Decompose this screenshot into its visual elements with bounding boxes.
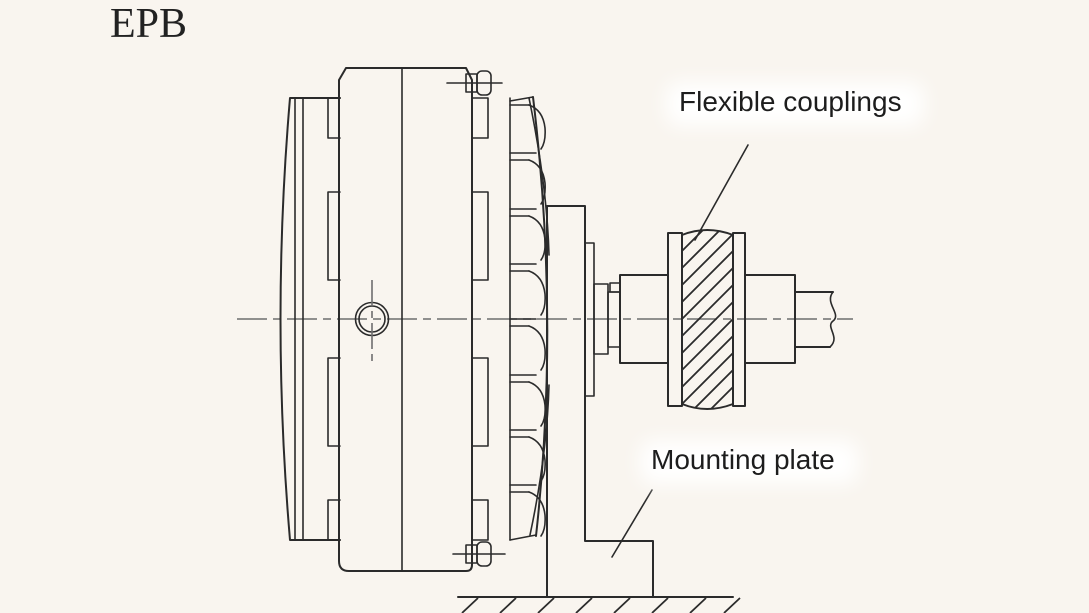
mounting-plate-outline (546, 205, 654, 598)
output-shaft (794, 291, 837, 348)
flexible-couplings-leader-line (694, 144, 749, 241)
flexible-coupling (667, 229, 796, 410)
brake-housing-drum (279, 97, 341, 541)
label-halo (666, 82, 924, 126)
coupling-section-hatch (682, 230, 733, 409)
ground-hatching (457, 596, 741, 613)
right-terminal-tabs (471, 97, 489, 541)
bottom-bolt (452, 541, 506, 567)
mounting-plate-leader-line (611, 489, 653, 558)
top-bolt (446, 70, 503, 96)
brake-coil-body (338, 67, 473, 572)
left-terminal-tabs (327, 97, 341, 541)
drawing-title: EPB (110, 1, 188, 47)
terminal-hole (354, 280, 390, 362)
label-halo (640, 440, 858, 484)
flexible-couplings-label: Flexible couplings (679, 86, 902, 117)
mounting-plate-label: Mounting plate (651, 444, 835, 475)
